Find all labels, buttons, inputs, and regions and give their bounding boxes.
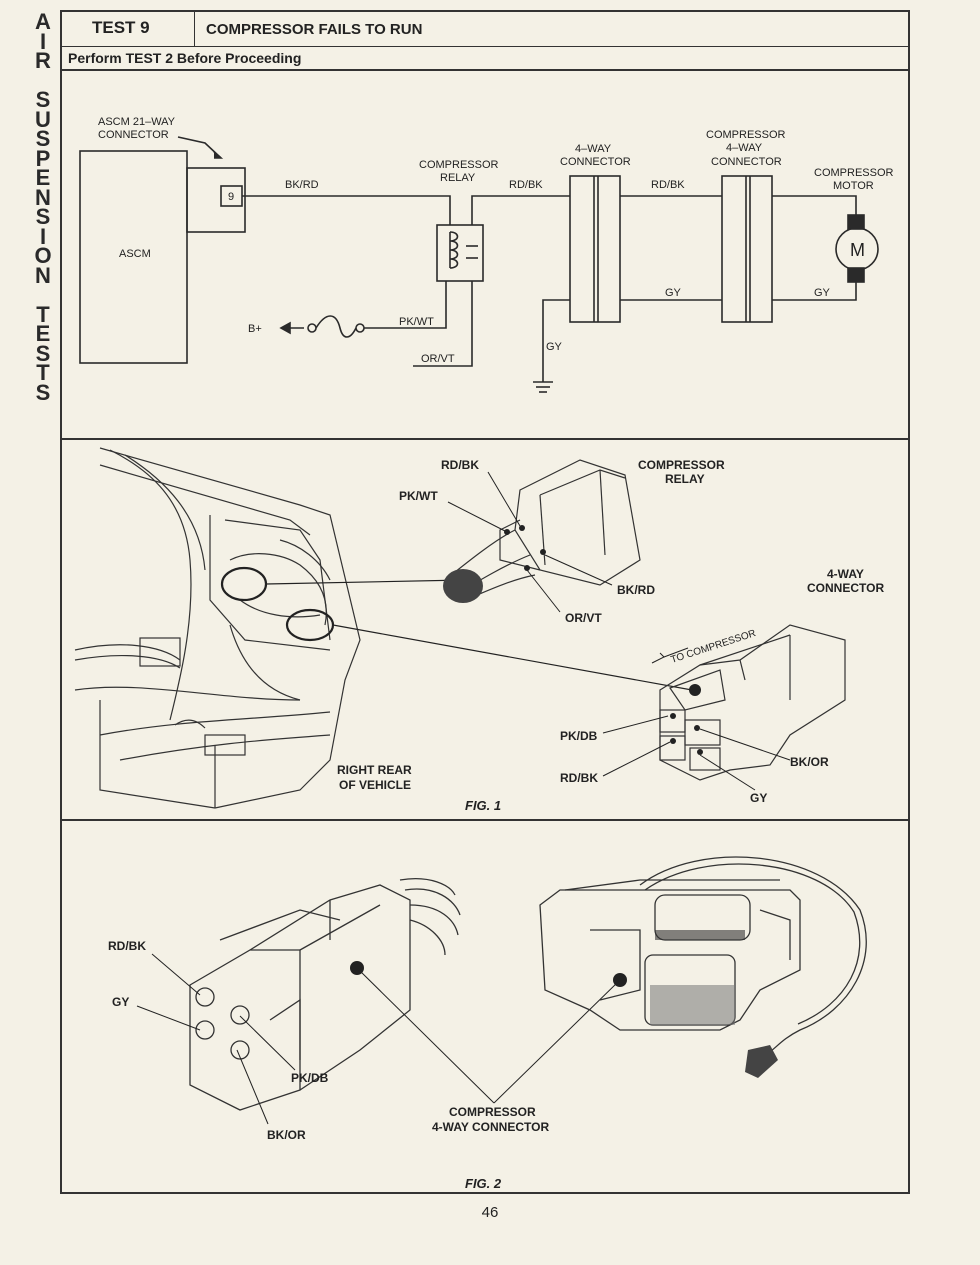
wire-label: BK/RD [285, 179, 319, 191]
motor-label: COMPRESSOR [814, 167, 894, 179]
motor-symbol: M [850, 240, 865, 260]
4-way-connector-detail-illustration [659, 624, 846, 781]
side-tab-letter: S [35, 204, 51, 229]
fig2-wire-label: RD/BK [108, 939, 146, 953]
wire-pk-wt [390, 281, 447, 329]
side-tab-letter: E [35, 321, 51, 346]
fig2-connector-label: COMPRESSOR [449, 1105, 536, 1119]
fig1-wire-label: BK/OR [790, 755, 829, 769]
compressor-4-way-connector-symbol [721, 175, 773, 323]
fig1-location-label: RIGHT REAR [337, 763, 412, 777]
fig2-wire-label: GY [112, 995, 129, 1009]
side-tab-letter: S [35, 87, 51, 112]
wire-rd-bk [471, 195, 570, 225]
fuse-symbol [315, 315, 357, 338]
fig1-relay-label: RELAY [665, 472, 705, 486]
side-tab-letter: S [35, 379, 51, 405]
ascm-connector-label: ASCM 21–WAY [98, 116, 176, 128]
connector-label: 4–WAY [575, 143, 612, 155]
side-tab-letter: S [35, 340, 51, 366]
ascm-box [79, 150, 188, 364]
air-line-fitting [745, 1045, 778, 1078]
relay-harness-wrap [443, 569, 483, 603]
relay-location-highlight [220, 566, 268, 602]
fig1-wire-label: PK/WT [399, 489, 438, 503]
ascm-connector-label: CONNECTOR [98, 129, 169, 141]
fig1-caption: FIG. 1 [465, 798, 501, 813]
ascm-label: ASCM [119, 248, 151, 260]
test-header: TEST 9 [60, 10, 910, 47]
side-tab-letter: R [35, 48, 51, 73]
side-tab-letter: T [36, 301, 50, 327]
relay-label: COMPRESSOR [419, 159, 499, 171]
wire-or-vt [413, 281, 473, 367]
side-tab-letter: O [34, 243, 52, 268]
fig2-connector-label: 4-WAY CONNECTOR [432, 1120, 549, 1134]
fig2-connector-illustration [189, 878, 461, 1111]
wire-label: GY [665, 287, 682, 299]
fig1-wire-label: PK/DB [560, 729, 598, 743]
page-number: 46 [481, 1204, 499, 1221]
fig2-caption: FIG. 2 [465, 1176, 502, 1191]
test-number: TEST 9 [60, 10, 195, 46]
connector-location-highlight [285, 608, 335, 642]
motor-label: MOTOR [833, 180, 874, 192]
side-tab-letter: T [36, 360, 50, 385]
4-way-connector-symbol [569, 175, 621, 323]
wire-label: RD/BK [509, 179, 543, 191]
fig1-wire-label: RD/BK [441, 458, 479, 472]
fig1-wire-label: RD/BK [560, 771, 598, 785]
compressor-motor-symbol [835, 227, 879, 271]
vehicle-rear-illustration [74, 447, 361, 809]
page-frame [60, 10, 910, 1194]
fig1-wire-label: OR/VT [565, 611, 602, 625]
wire-label: GY [814, 287, 831, 299]
fig1-connector-label: CONNECTOR [807, 581, 884, 595]
pin-number: 9 [228, 191, 234, 203]
side-tab-letter: N [35, 262, 51, 288]
side-tab-letter: N [35, 184, 51, 210]
wire-gy-ground [542, 299, 570, 382]
fig1-wire-label: BK/RD [617, 583, 655, 597]
connector-label: CONNECTOR [560, 156, 631, 168]
compressor-relay-symbol [436, 224, 484, 282]
side-tab-letter: I [39, 223, 47, 249]
side-tab-letter: P [35, 145, 51, 171]
ascm-21-way-connector [186, 167, 246, 233]
fig2-wire-label: PK/DB [291, 1071, 329, 1085]
section-divider [60, 438, 910, 440]
wire-label: RD/BK [651, 179, 685, 191]
test-title: COMPRESSOR FAILS TO RUN [206, 21, 423, 38]
wire-label: GY [546, 341, 563, 353]
fig1-relay-label: COMPRESSOR [638, 458, 725, 472]
compressor-connector-label: 4–WAY [726, 142, 763, 154]
compressor-connector-label: COMPRESSOR [706, 129, 786, 141]
fig2-wire-label: BK/OR [267, 1128, 306, 1142]
side-tab-letter: I [39, 28, 47, 54]
compressor-connector-label: CONNECTOR [711, 156, 782, 168]
wire-bk-rd [242, 195, 451, 225]
fig1-location-label: OF VEHICLE [339, 778, 411, 792]
side-tab-letter: E [35, 165, 51, 190]
fig1-connector-label: 4-WAY [827, 567, 864, 581]
fig1-wire-label: GY [750, 791, 767, 805]
compressor-unit-illustration [539, 856, 867, 1056]
battery-label: B+ [248, 323, 262, 335]
side-tab-letter: A [35, 9, 51, 34]
wire-label: PK/WT [399, 316, 434, 328]
precondition-note: Perform TEST 2 Before Proceeding [60, 47, 910, 71]
section-divider [60, 819, 910, 821]
side-tab-letter: U [35, 106, 51, 132]
wire-label: OR/VT [421, 353, 455, 365]
side-tab-letter: S [35, 126, 51, 151]
relay-label: RELAY [440, 172, 476, 184]
